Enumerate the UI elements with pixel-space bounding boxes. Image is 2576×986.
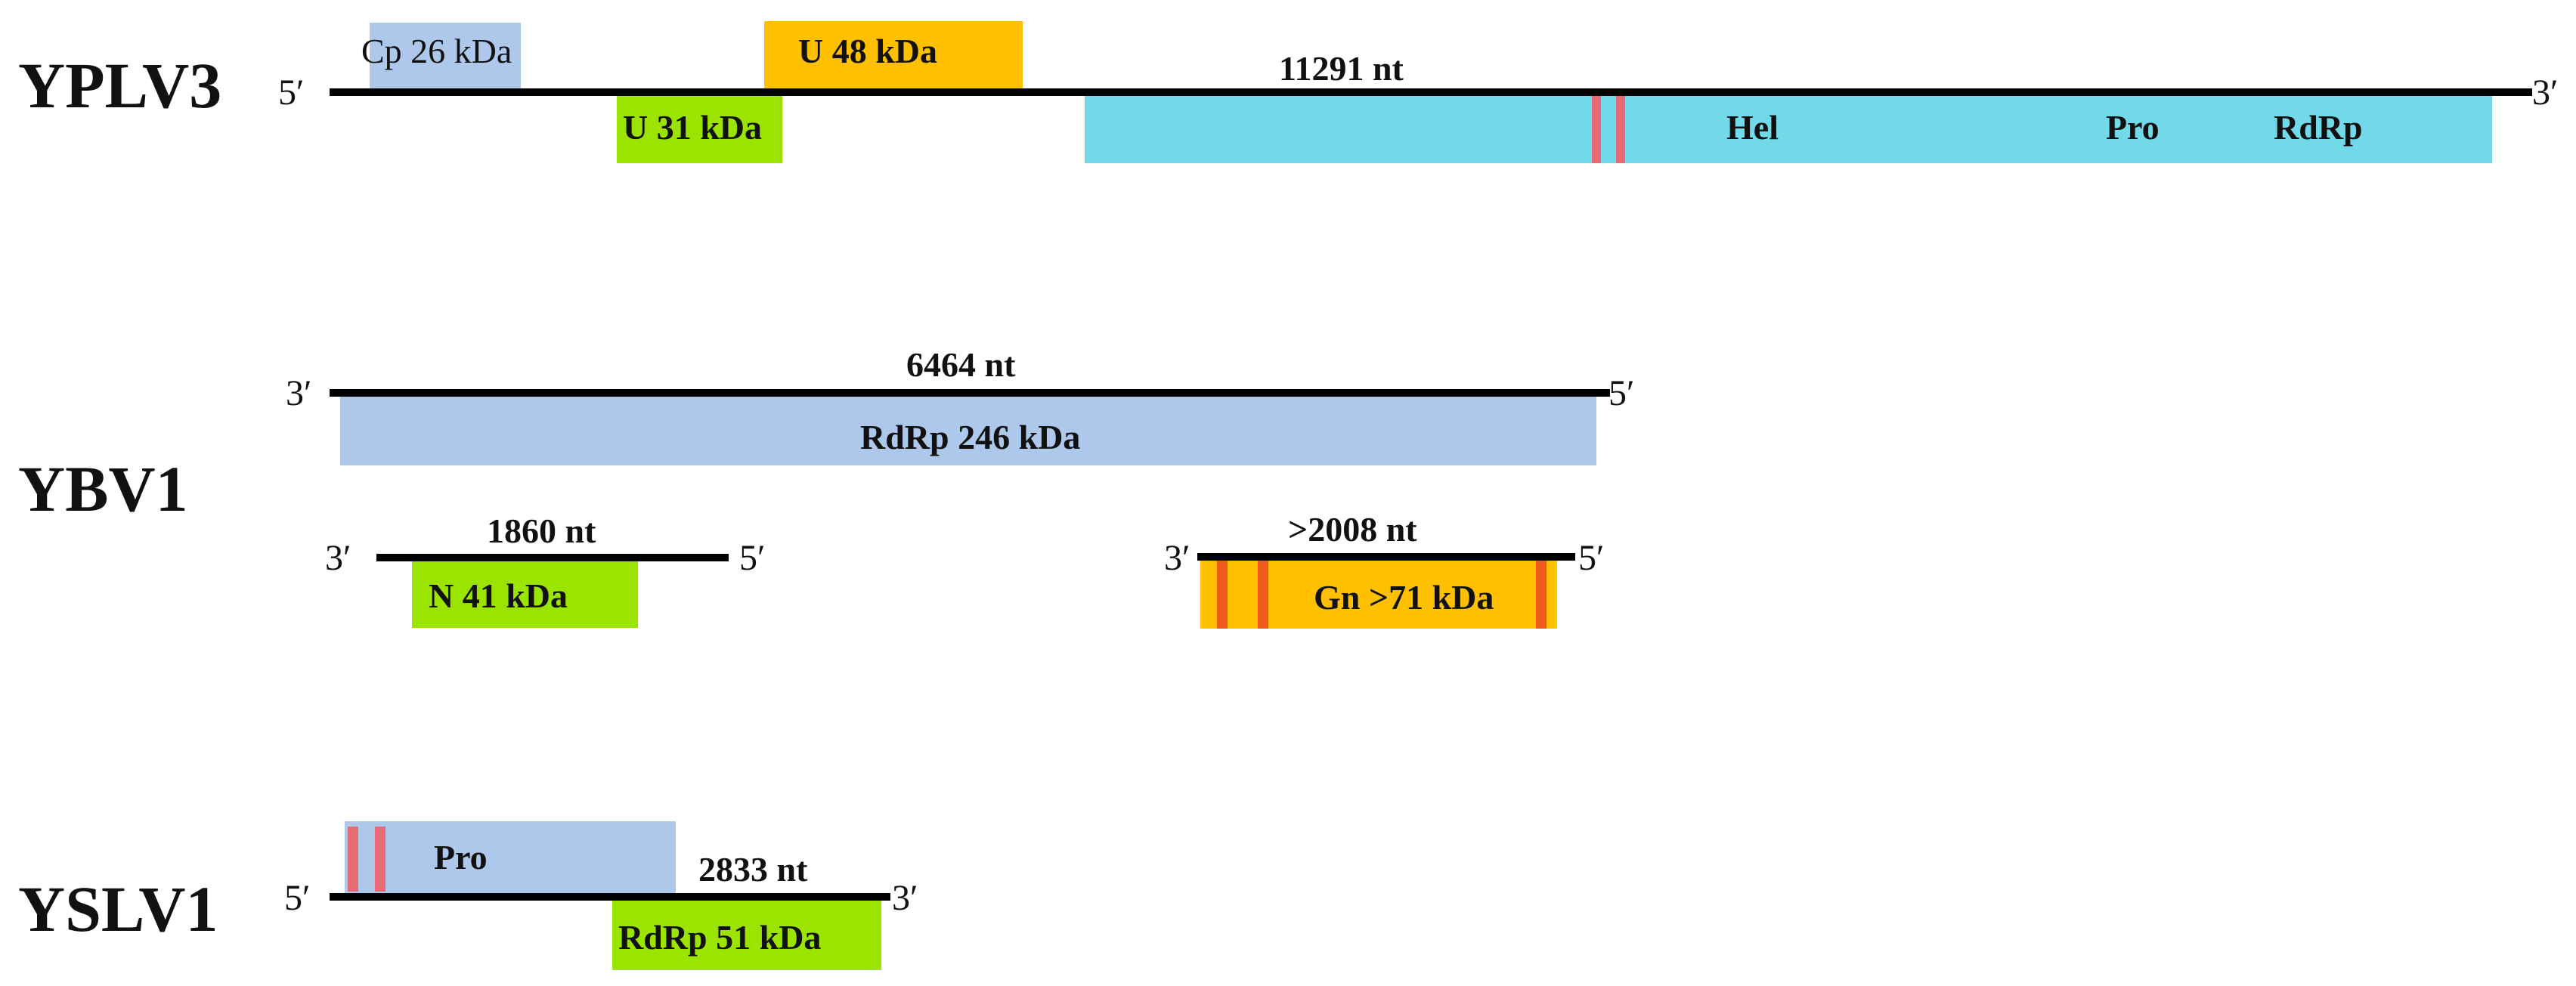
yplv3-pro-domain-label: Pro: [2106, 108, 2160, 147]
yslv1-pro-motif-marker-2: [375, 827, 385, 892]
ybv1-m-segment-line: [1197, 553, 1575, 561]
ybv1-l-five-prime-end: 5′: [1608, 373, 1635, 413]
ybv1-l-segment-length: 6464 nt: [906, 345, 1016, 384]
yplv3-cp-orf-box: [370, 23, 521, 91]
yslv1-genome-map: YSLV1 Pro RdRp 51 kDa 2833 nt 5′ 3′: [18, 821, 918, 970]
ybv1-m-five-prime-end: 5′: [1578, 538, 1605, 578]
ybv1-l-segment-line: [330, 389, 1610, 397]
yplv3-u31-orf-box: [617, 94, 782, 163]
ybv1-gn-motif-marker-1: [1217, 556, 1228, 629]
ybv1-gn-orf-label: Gn >71 kDa: [1314, 578, 1494, 617]
yslv1-five-prime-end: 5′: [284, 878, 311, 918]
yslv1-pro-orf-box: [345, 821, 676, 895]
ybv1-l-three-prime-end: 3′: [286, 373, 312, 413]
yslv1-pro-motif-marker-1: [348, 827, 358, 892]
ybv1-rdrp-orf-label: RdRp 246 kDa: [860, 418, 1080, 456]
ybv1-genome-map: YBV1 RdRp 246 kDa 6464 nt 3′ 5′ N 41 kDa…: [18, 345, 1635, 629]
yslv1-rdrp-orf-label: RdRp 51 kDa: [618, 918, 821, 957]
yslv1-three-prime-end: 3′: [892, 878, 918, 918]
yplv3-genome-map: YPLV3 Cp 26 kDa U 48 kDa U 31 kDa Hel Pr…: [18, 21, 2559, 163]
yplv3-motif-marker-1: [1592, 94, 1601, 163]
yplv3-motif-marker-2: [1616, 94, 1625, 163]
ybv1-s-five-prime-end: 5′: [739, 538, 766, 578]
ybv1-m-three-prime-end: 3′: [1164, 538, 1190, 578]
yplv3-u48-orf-label: U 48 kDa: [798, 32, 937, 70]
ybv1-gn-motif-marker-2: [1258, 556, 1268, 629]
yplv3-hel-domain-label: Hel: [1726, 108, 1779, 147]
ybv1-m-segment-length: >2008 nt: [1288, 510, 1417, 549]
ybv1-s-three-prime-end: 3′: [325, 538, 351, 578]
ybv1-s-segment-line: [376, 554, 729, 561]
ybv1-s-segment-length: 1860 nt: [487, 512, 596, 550]
yplv3-u31-orf-label: U 31 kDa: [623, 108, 762, 147]
yslv1-rdrp-orf-box: [612, 899, 881, 970]
yplv3-virus-name: YPLV3: [18, 49, 221, 122]
yplv3-three-prime-end: 3′: [2532, 73, 2559, 113]
yplv3-polyprotein-orf-box: [1085, 94, 2492, 163]
ybv1-rdrp-orf-box: [340, 394, 1596, 465]
yslv1-genome-line: [330, 893, 890, 901]
ybv1-gn-motif-marker-3: [1536, 556, 1547, 629]
ybv1-n-orf-box: [412, 557, 638, 628]
yplv3-genome-length: 11291 nt: [1279, 49, 1404, 88]
yslv1-genome-length: 2833 nt: [698, 850, 808, 889]
ybv1-n-orf-label: N 41 kDa: [429, 576, 568, 615]
yslv1-virus-name: YSLV1: [18, 873, 218, 945]
yplv3-cp-orf-label: Cp 26 kDa: [361, 32, 512, 70]
yplv3-u48-orf-box: [764, 21, 1023, 91]
ybv1-virus-name: YBV1: [18, 453, 188, 525]
yslv1-pro-orf-label: Pro: [434, 838, 488, 876]
yplv3-genome-line: [330, 88, 2532, 96]
yplv3-five-prime-end: 5′: [278, 73, 305, 113]
yplv3-rdrp-domain-label: RdRp: [2274, 108, 2363, 147]
